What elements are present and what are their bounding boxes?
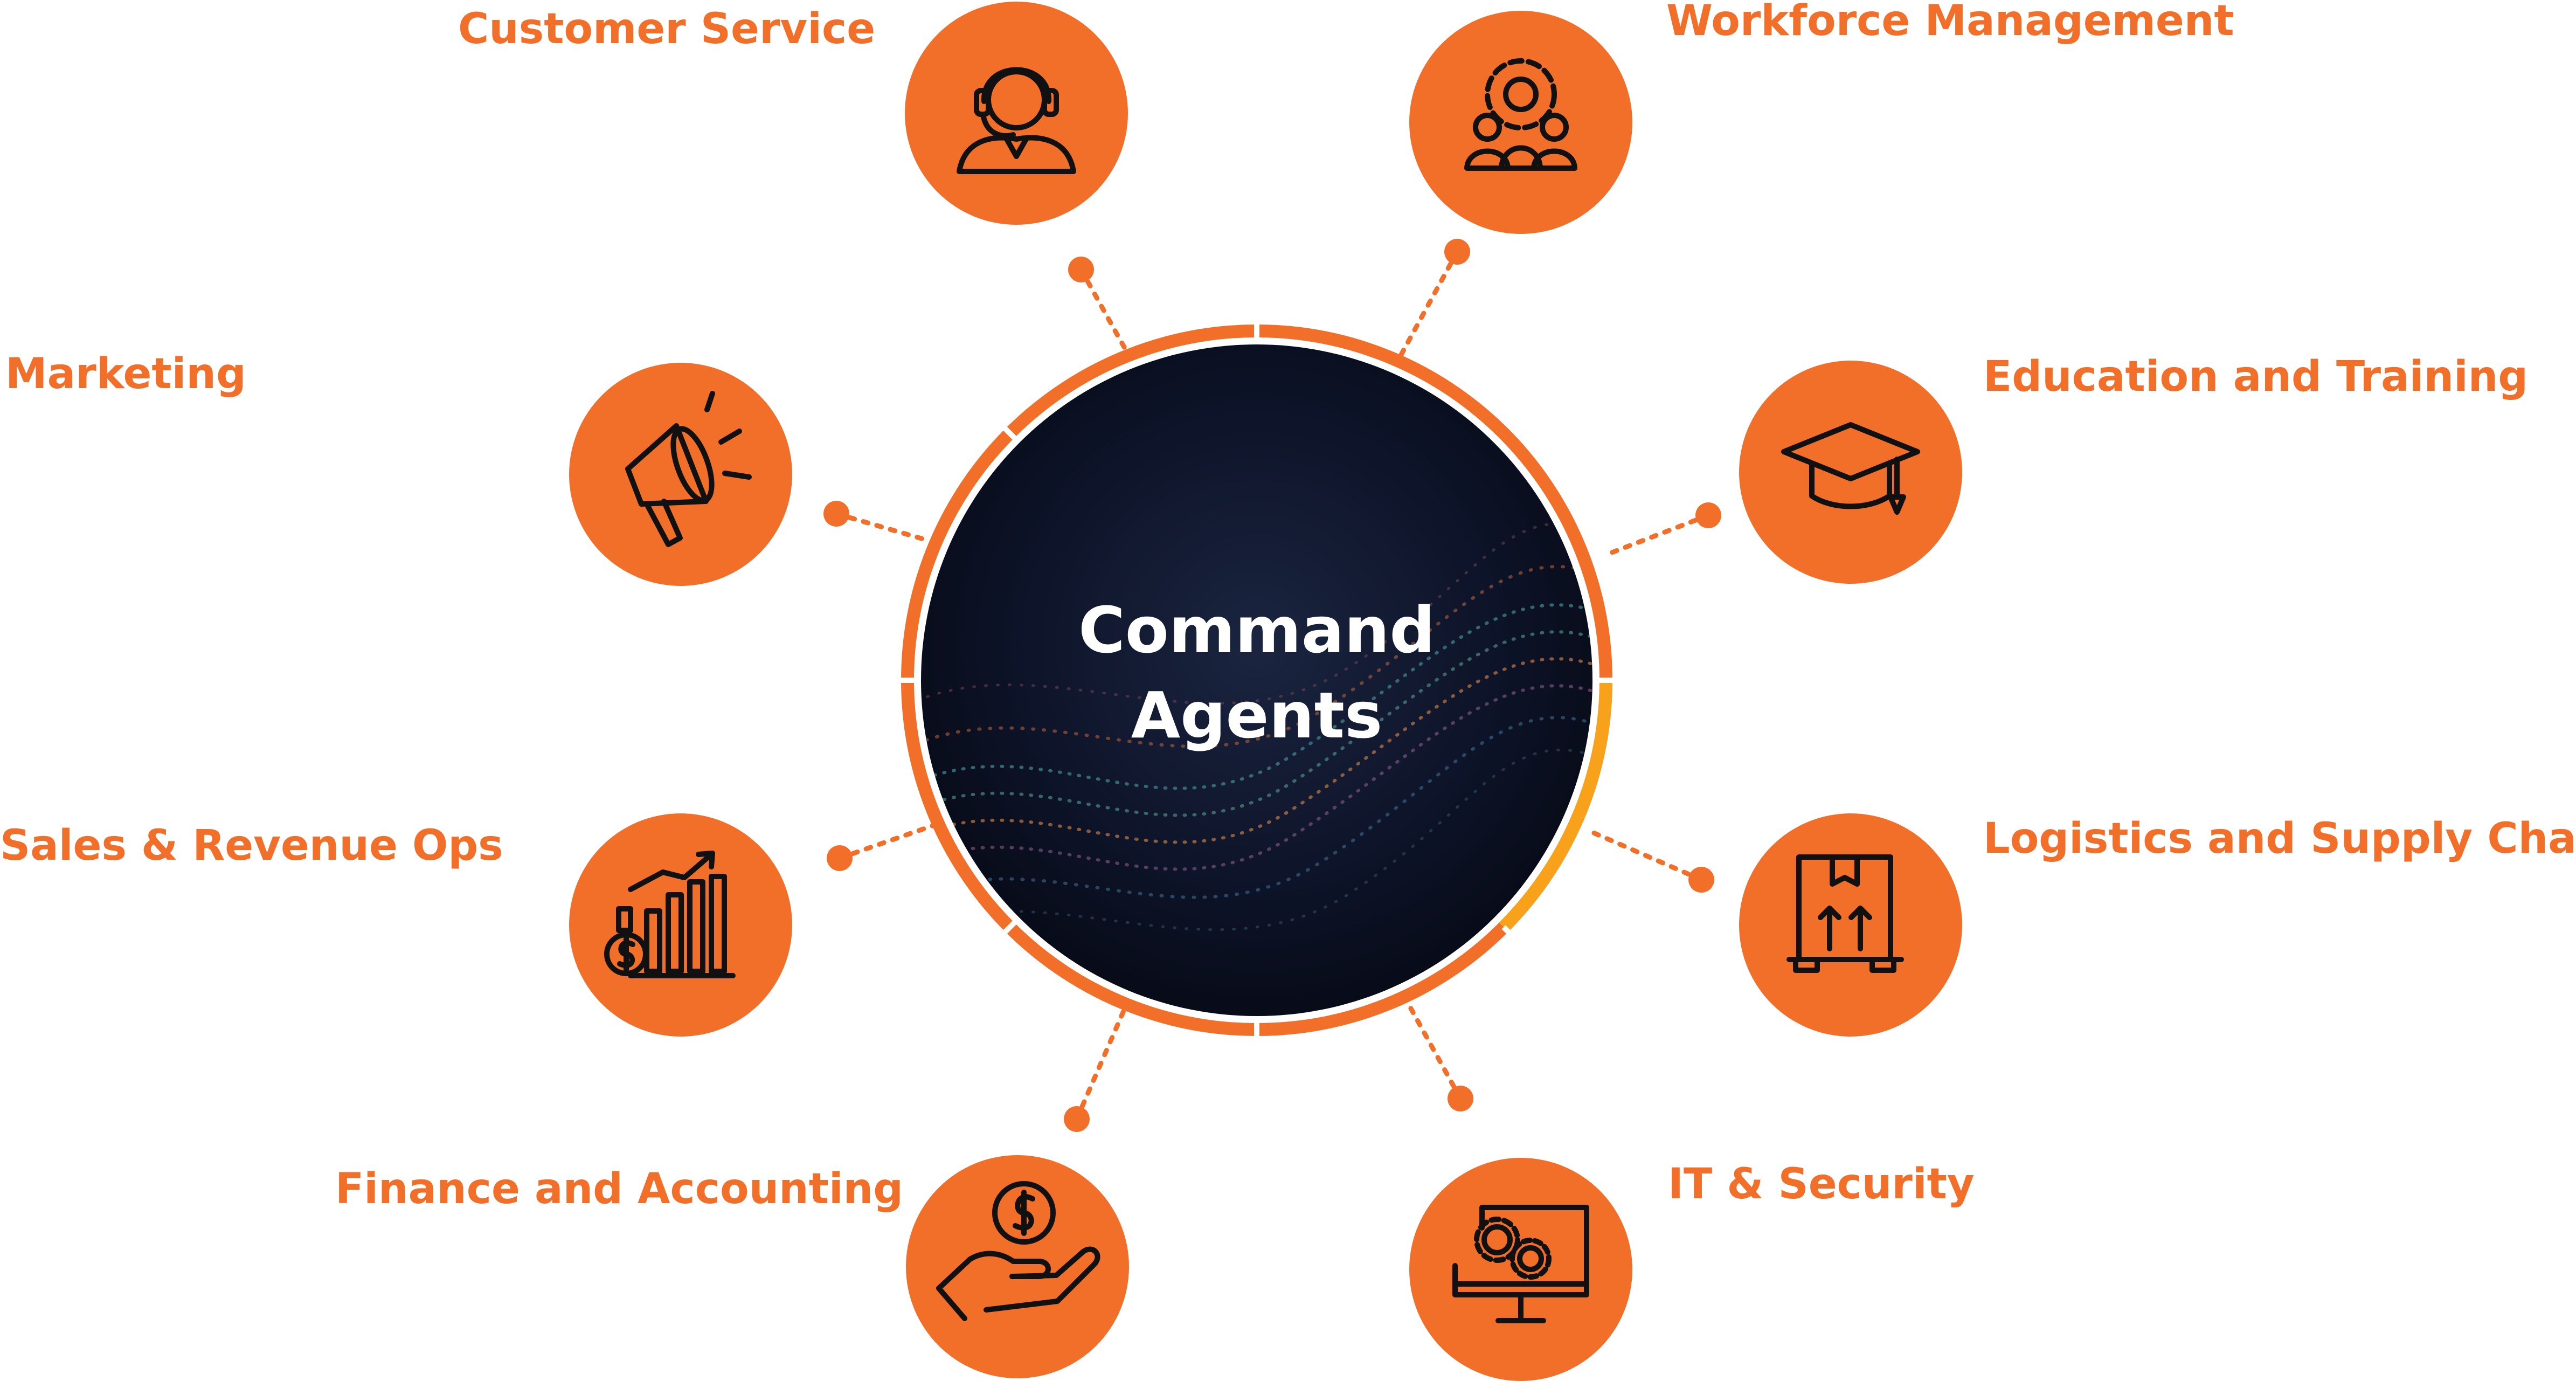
node-workforce-management[interactable] (1409, 11, 1632, 234)
label-sales-revenue-ops: Sales & Revenue Ops (0, 821, 503, 870)
label-finance-accounting: Finance and Accounting (335, 1165, 904, 1213)
node-circle (906, 1155, 1129, 1378)
node-sales-revenue-ops[interactable] (569, 813, 792, 1037)
hub-ring-highlight (1499, 680, 1612, 932)
monitor-gears-icon (1452, 1205, 1589, 1323)
megaphone-icon (625, 391, 752, 547)
label-it-security: IT & Security (1668, 1160, 1975, 1209)
hub-ring-ticks (899, 322, 1615, 1038)
label-workforce-management: Workforce Management (1666, 0, 2234, 45)
node-customer-service[interactable] (905, 2, 1128, 225)
label-education-training: Education and Training (1983, 353, 2529, 401)
dot-sales-revenue-ops (827, 845, 853, 871)
dot-finance-accounting (1064, 1106, 1090, 1132)
node-logistics-supply-chain[interactable] (1739, 813, 1962, 1037)
connector-sales-revenue-ops (837, 822, 938, 861)
connector-workforce-management (1398, 249, 1460, 357)
connector-education-training (1602, 513, 1711, 558)
label-marketing: Marketing (5, 350, 246, 398)
headset-agent-icon (957, 67, 1076, 174)
connector-customer-service (1078, 267, 1132, 360)
label-logistics-supply-chain: Logistics and Supply Chain (1983, 814, 2576, 863)
connector-it-security (1405, 1000, 1463, 1101)
connectors (834, 249, 1711, 1122)
dot-it-security (1448, 1086, 1473, 1111)
node-education-training[interactable] (1739, 361, 1962, 584)
dot-education-training (1695, 502, 1721, 528)
node-finance-accounting[interactable] (906, 1155, 1129, 1378)
dot-logistics-supply-chain (1688, 867, 1714, 893)
node-circle (1409, 11, 1632, 234)
node-circle (905, 2, 1128, 225)
node-circle (1739, 813, 1962, 1037)
dot-marketing (823, 501, 849, 527)
connector-finance-accounting (1074, 1002, 1129, 1122)
package-box-icon (1786, 854, 1904, 973)
node-it-security[interactable] (1409, 1158, 1632, 1381)
node-circle (1409, 1158, 1632, 1381)
graduation-cap-icon (1781, 422, 1920, 515)
node-circle (1739, 361, 1962, 584)
hand-coin-icon (936, 1181, 1100, 1321)
hub-title-line1: Command (1078, 593, 1435, 667)
connector-marketing (834, 511, 930, 543)
label-customer-service: Customer Service (458, 5, 876, 53)
growth-chart-dollar-icon (604, 851, 736, 978)
hub-core (921, 344, 1592, 1016)
node-marketing[interactable] (569, 363, 792, 586)
connector-logistics-supply-chain (1587, 828, 1704, 882)
hub-wave-texture (921, 522, 1592, 931)
dot-customer-service (1068, 257, 1094, 282)
dot-workforce-management (1444, 239, 1470, 265)
command-agents-hub: Command Agents (899, 322, 1615, 1038)
connector-dots (823, 239, 1721, 1132)
hub-title-line2: Agents (1131, 678, 1382, 752)
team-gear-icon (1464, 58, 1577, 171)
